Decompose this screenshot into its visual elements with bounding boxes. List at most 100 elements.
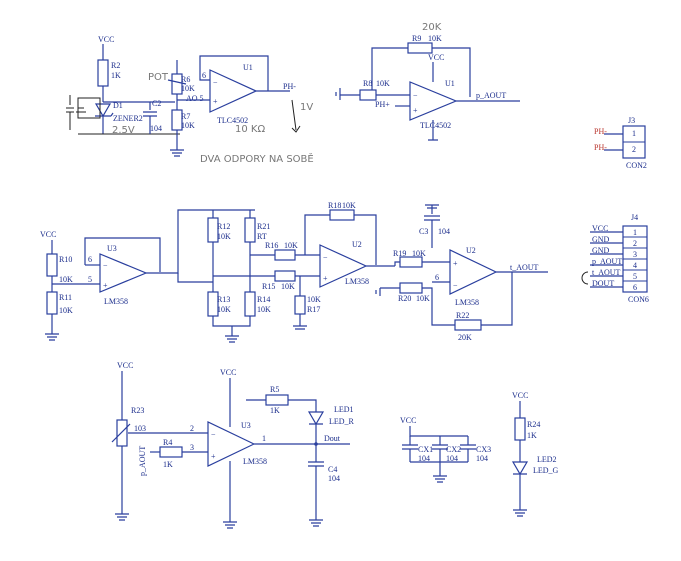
r4-label: R4 <box>163 438 172 447</box>
resistor-r15 <box>274 270 296 282</box>
vcc-label-2: VCC <box>428 53 444 62</box>
r7-label: R7 <box>181 112 190 121</box>
u1r-model: TLC4502 <box>420 121 451 130</box>
u3b-pin1: 1 <box>262 434 266 443</box>
u1-plus-sign: + <box>213 97 218 106</box>
u3l-label: U3 <box>107 244 117 253</box>
c4-value: 104 <box>328 474 340 483</box>
t-aout-label: t_AOUT <box>510 263 539 272</box>
u1-minus-sign: − <box>213 78 218 87</box>
r17-label: R17 <box>307 305 320 314</box>
handwritten-20k: 20K <box>422 22 442 33</box>
u1-model: TLC4502 <box>217 116 248 125</box>
vcc-label-3: VCC <box>40 230 56 239</box>
j3-pin2: 2 <box>632 145 636 154</box>
r12-label: R12 <box>217 222 230 231</box>
u2m-label: U2 <box>352 240 362 249</box>
led1-label: LED1 <box>334 405 354 414</box>
resistor-r22 <box>454 319 482 331</box>
c4-label: C4 <box>328 465 337 474</box>
j4-label: J4 <box>631 213 638 222</box>
ph-amplifier-circuit: 20K R9 10K VCC R8 10K PH+ − + U1 TLC4502… <box>335 22 520 141</box>
c2-label: C2 <box>152 99 161 108</box>
j3-pin2-net: PH- <box>594 143 607 152</box>
u2r-label: U2 <box>466 246 476 255</box>
j3-pin1-net: PH- <box>594 127 607 136</box>
j4-net-5: t_AOUT <box>592 268 621 277</box>
u3l-minus-sign: − <box>103 261 108 270</box>
c3-label: C3 <box>419 227 428 236</box>
comparator-circuit: VCC R23 103 2 p_AOUT R4 1K 3 VCC − + U3 … <box>111 361 355 529</box>
resistor-r10 <box>46 253 58 277</box>
r22-value: 20K <box>458 333 472 342</box>
handwritten-1v: 1V <box>300 102 313 113</box>
c2-value: 104 <box>150 124 162 133</box>
ph-plus-in: PH+ <box>375 100 390 109</box>
hand-sketch-arrow <box>581 271 589 285</box>
r14-value: 10K <box>257 305 271 314</box>
r22-label: R22 <box>456 311 469 320</box>
cx1-label: CX1 <box>418 445 433 454</box>
r19-value: 10K <box>412 249 426 258</box>
u2r-model: LM358 <box>455 298 479 307</box>
opamp-u1-left <box>209 69 258 113</box>
r9-label: R9 <box>412 34 421 43</box>
capacitor-c2 <box>143 111 157 117</box>
p-aout-label: p_AOUT <box>476 91 506 100</box>
hand-sketch-box <box>77 97 101 119</box>
capacitor-c4 <box>308 444 324 467</box>
u3-pin6: 6 <box>88 255 92 264</box>
r2-value: 1K <box>111 71 121 80</box>
opamp-u3-bottom <box>207 421 256 467</box>
vcc-label-1: VCC <box>98 35 114 44</box>
led-r-label: LED_R <box>329 417 355 426</box>
rt-label: RT <box>257 232 267 241</box>
r21-label: R21 <box>257 222 270 231</box>
r24-label: R24 <box>527 420 540 429</box>
r11-label: R11 <box>59 293 72 302</box>
r16-value: 10K <box>284 241 298 250</box>
r15-value: 10K <box>281 282 295 291</box>
opamp-u2-middle <box>319 244 368 288</box>
handwritten-2v5: 2.5V <box>112 125 135 136</box>
r10-value: 10K <box>59 275 73 284</box>
j4-pin5: 5 <box>633 272 637 281</box>
r17-value: 10K <box>307 295 321 304</box>
ao5-label: AO 5 <box>186 94 204 103</box>
connector-j4: J4 1 2 3 4 5 6 VCC GND GND p_AOUT t_AOUT… <box>581 213 649 304</box>
bypass-capacitors: VCC CX1 CX2 CX3 104 104 104 <box>400 416 491 483</box>
led1-red <box>307 411 325 426</box>
zener-diode-d1 <box>94 103 112 118</box>
j4-pin2: 2 <box>633 239 637 248</box>
ground-symbol-1 <box>170 149 184 157</box>
r5-label: R5 <box>270 385 279 394</box>
u2m-plus-sign: + <box>323 274 328 283</box>
c3-value: 104 <box>438 227 450 236</box>
r6-value: 10K <box>181 84 195 93</box>
resistor-r14 <box>244 291 256 317</box>
u2m-minus-sign: − <box>323 253 328 262</box>
handwritten-note: DVA ODPORY NA SOBĚ <box>200 152 314 165</box>
r12-value: 10K <box>217 232 231 241</box>
led-g-label: LED_G <box>533 466 559 475</box>
u1-pin6: 6 <box>202 71 206 80</box>
capacitor-c3 <box>424 215 440 221</box>
j4-pin6: 6 <box>633 283 637 292</box>
j4-net-3: GND <box>592 246 610 255</box>
r9-value: 10K <box>428 34 442 43</box>
u3b-pin3: 3 <box>190 443 194 452</box>
u1r-label: U1 <box>445 79 455 88</box>
r13-value: 10K <box>217 305 231 314</box>
j3-pin1: 1 <box>632 129 636 138</box>
p-aout-vertical: p_AOUT <box>138 446 147 476</box>
led2-green <box>511 461 529 476</box>
j4-pin1: 1 <box>633 228 637 237</box>
r18-value: 10K <box>342 201 356 210</box>
potentiometer-r23 <box>116 419 128 447</box>
resistor-r16 <box>274 249 296 261</box>
u1-label: U1 <box>243 63 253 72</box>
resistor-r11 <box>46 291 58 315</box>
dout-label: Dout <box>324 434 341 443</box>
r8-label: R8 <box>363 79 372 88</box>
r23-value: 103 <box>134 424 146 433</box>
